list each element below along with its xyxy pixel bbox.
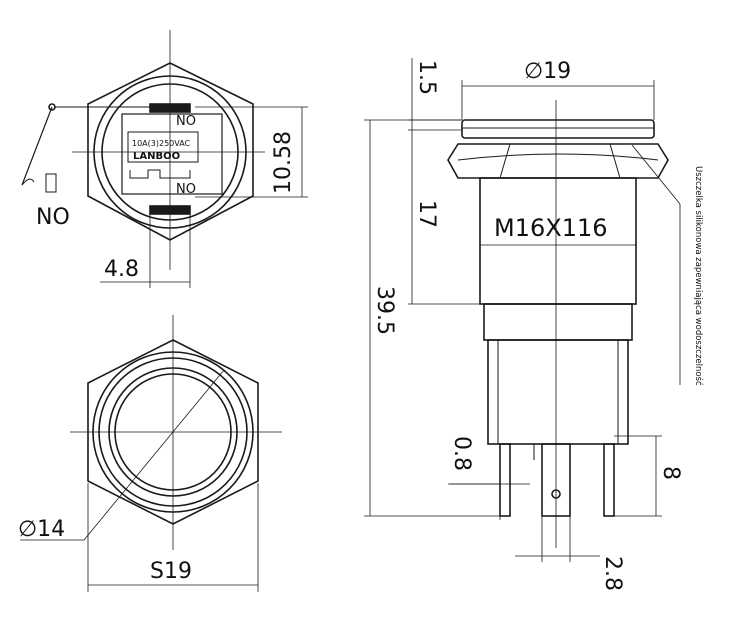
- top-view-terminal-body: [121, 113, 223, 195]
- label-brand: LANBOO: [133, 151, 180, 162]
- side-view-nut-edge-2: [609, 143, 621, 179]
- side-view-pin-right: [603, 443, 615, 517]
- side-view: [364, 58, 681, 562]
- top-view-label-plate: [127, 131, 199, 163]
- annotation-leader: [631, 144, 681, 205]
- side-view-lower-housing: [483, 303, 633, 341]
- dim-395-text: 39.5: [372, 286, 397, 335]
- dim-48-text: 4.8: [104, 257, 139, 282]
- top-view-contact: [45, 173, 57, 193]
- dim-14-text: ∅14: [18, 517, 65, 542]
- dim-15-text: 1.5: [414, 60, 439, 95]
- top-view-switch-lever: [21, 106, 53, 186]
- label-rating: 10A(3)250VAC: [132, 139, 191, 148]
- label-no-bottom: NO: [176, 182, 196, 197]
- side-view-flange: [461, 119, 655, 139]
- side-view-text: ∅19 1.5 17 39.5 M16X116 0.8 8 2.8 Uszcze…: [372, 59, 704, 591]
- label-no-top: NO: [176, 114, 196, 129]
- front-view: [20, 315, 282, 592]
- seal-annotation: Uszczelka silikonowa zapewniająca wodosz…: [693, 166, 704, 386]
- dim-17-text: 17: [414, 200, 439, 228]
- top-view-text: NO 10A(3)250VAC LANBOO NO NO 10.58 4.8: [36, 114, 296, 282]
- dim-s19-text: S19: [150, 559, 192, 584]
- top-view: [21, 30, 308, 288]
- side-view-nut: [447, 143, 669, 179]
- side-view-nut-edge-1: [499, 143, 511, 179]
- top-view-switch-symbol: [129, 169, 191, 179]
- dim-19-text: ∅19: [524, 59, 571, 84]
- dim-08-text: 0.8: [449, 436, 474, 471]
- dim-1058-text: 10.58: [271, 131, 296, 194]
- top-view-switch-arc: [21, 178, 35, 186]
- thread-label: M16X116: [494, 214, 608, 242]
- side-view-base: [487, 339, 629, 445]
- label-no-side: NO: [36, 205, 70, 230]
- dim-28-text: 2.8: [600, 556, 625, 591]
- front-view-text: ∅14 S19: [18, 517, 192, 584]
- side-view-nut-curve: [457, 153, 659, 161]
- side-view-pin-left: [499, 443, 511, 517]
- dim-8-text: 8: [658, 466, 683, 480]
- dim-14-leader: [83, 369, 225, 541]
